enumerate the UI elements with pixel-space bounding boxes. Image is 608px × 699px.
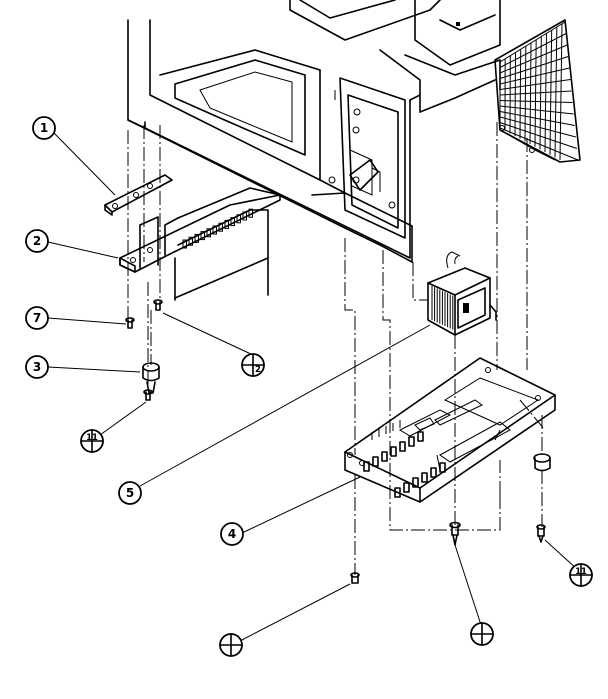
assembly-lines: [127, 122, 546, 575]
cabinet-frame: [127, 0, 501, 263]
callout-4-label: 4: [228, 527, 236, 541]
screw-center: [449, 521, 461, 546]
leader-lines: [47, 132, 579, 643]
transformer-part: [427, 251, 497, 336]
reference-symbol-right: 11: [569, 563, 593, 587]
ground-symbol-bottom-center: [470, 622, 494, 646]
bracket-part-2: [119, 187, 281, 301]
foot-right: [533, 453, 551, 472]
callout-7-label: 7: [33, 311, 41, 325]
reference-symbol-upper-label: 2: [255, 365, 261, 375]
screw-right: [536, 524, 546, 543]
callout-2: 2: [25, 229, 49, 253]
foot-part-3: [142, 362, 160, 394]
screw-under-bracket: [153, 299, 163, 311]
bracket-part-1: [104, 174, 173, 216]
callout-2-label: 2: [33, 234, 41, 248]
reference-symbol-left: 11: [80, 429, 104, 453]
callout-5: 5: [118, 481, 142, 505]
screw-part-7: [125, 317, 135, 329]
callout-3-label: 3: [33, 360, 41, 374]
vent-grille: [494, 19, 581, 163]
base-plate-part-4: [344, 357, 556, 503]
callout-3: 3: [25, 355, 49, 379]
reference-symbol-upper: 2: [241, 353, 265, 377]
callout-4: 4: [220, 522, 244, 546]
screw-small-left: [143, 389, 153, 401]
reference-symbol-right-label: 11: [575, 567, 587, 577]
callout-7: 7: [25, 306, 49, 330]
reference-symbol-left-label: 11: [86, 433, 98, 443]
callout-1: 1: [32, 116, 56, 140]
ground-symbol-bottom-left: [219, 633, 243, 657]
callout-5-label: 5: [126, 486, 134, 500]
callout-1-label: 1: [40, 121, 48, 135]
